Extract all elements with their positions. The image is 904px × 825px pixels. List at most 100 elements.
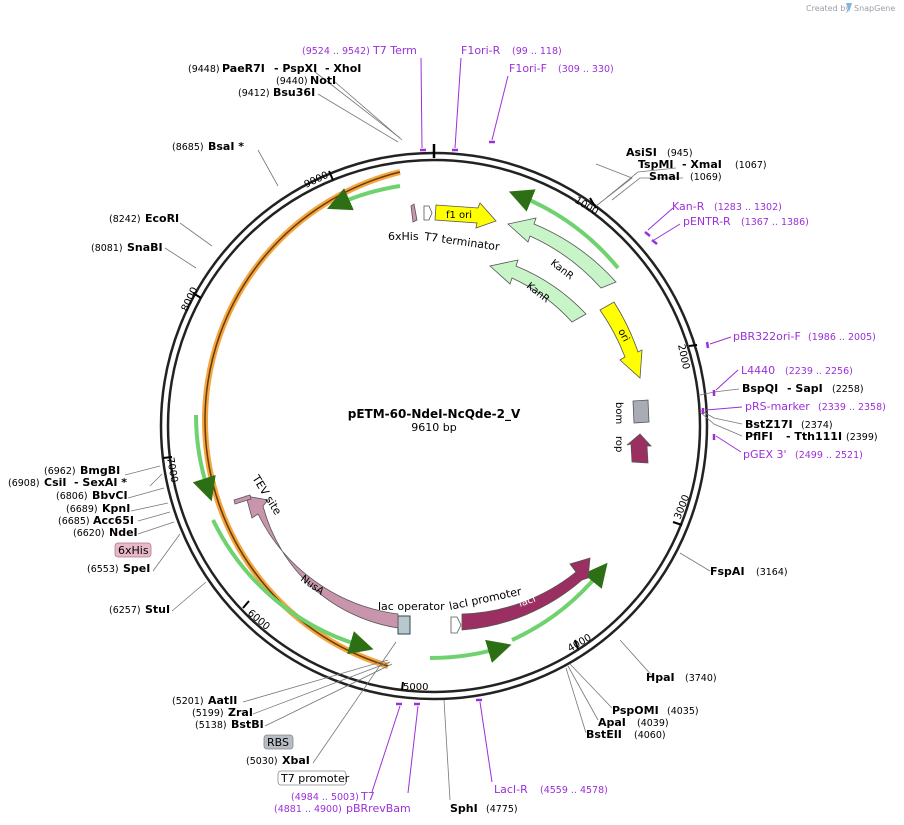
- enzyme-hpai: HpaI: [646, 671, 675, 684]
- primer-pbr322ori-f: pBR322ori-F: [733, 330, 801, 343]
- primer-t7-pos: (4984 .. 5003): [291, 792, 359, 803]
- feature-6xhis-top-label: 6xHis: [388, 230, 419, 243]
- enzyme-bsteii: BstEII: [586, 728, 622, 741]
- feature-bom: [632, 399, 650, 424]
- tick-8000: 8000: [180, 286, 201, 314]
- enzyme-bsteii-pos: (4060): [634, 730, 666, 741]
- enzyme-stui-pos: (6257): [109, 605, 141, 616]
- primer-pbrrevbam-pos: (4881 .. 4900): [274, 804, 342, 815]
- primer-t7-term-pos: (9524 .. 9542): [302, 46, 370, 57]
- primer-prs-marker-pos: (2339 .. 2358): [818, 402, 886, 413]
- feature-laci-promoter: [450, 616, 462, 634]
- tick-6000: 6000: [245, 608, 272, 633]
- feature-rop: [626, 433, 652, 464]
- primer-pbr322ori-f-pos: (1986 .. 2005): [808, 332, 876, 343]
- feature-kanr-2: [489, 259, 587, 323]
- primer-prs-marker: pRS-marker: [745, 400, 810, 413]
- enzyme-spei: SpeI: [123, 562, 150, 575]
- primer-kan-r-pos: (1283 .. 1302): [714, 202, 782, 213]
- enzyme-stui: StuI: [145, 603, 170, 616]
- enzyme-bstbi: BstBI: [231, 718, 264, 731]
- primer-l4440-pos: (2239 .. 2256): [785, 366, 853, 377]
- orf-green-arc-bottom-right: [511, 562, 608, 642]
- box-6xhis: [114, 542, 152, 558]
- box-t7-promoter-label: T7 promoter: [280, 772, 350, 785]
- plasmid-name: pETM-60-NdeI-NcQde-2_V: [348, 407, 521, 422]
- feature-lac-operator-label: lac operator: [378, 600, 445, 613]
- enzyme-snabi: SnaBI: [127, 241, 163, 254]
- feature-f1-ori-label: f1 ori: [446, 210, 472, 221]
- feature-t7-terminator: [423, 205, 433, 221]
- enzyme-sapi: - SapI: [787, 382, 823, 395]
- enzyme-bsu36i: Bsu36I: [273, 86, 315, 99]
- feature-kanr-1: [507, 217, 617, 289]
- primer-pgex3: pGEX 3': [743, 448, 787, 461]
- feature-ori: [599, 301, 643, 379]
- primer-pentr-r: pENTR-R: [683, 215, 731, 228]
- enzyme-bspqi: BspQI: [742, 382, 778, 395]
- box-6xhis-label: 6xHis: [118, 544, 149, 557]
- enzyme-bstbi-pos: (5138): [195, 720, 227, 731]
- enzyme-hpai-pos: (3740): [685, 673, 717, 684]
- enzyme-tspmi: TspMI: [638, 158, 674, 171]
- box-rbs-label: RBS: [267, 736, 289, 749]
- enzyme-sapi-pos: (2258): [832, 384, 864, 395]
- box-rbs: [263, 734, 294, 750]
- enzyme-acc65i: Acc65I: [93, 514, 134, 527]
- tick-3000: 3000: [673, 493, 693, 521]
- orf-green-arc-kan: [508, 189, 620, 270]
- enzyme-xbai: XbaI: [282, 754, 310, 767]
- enzyme-asisi: AsiSI: [626, 146, 657, 159]
- enzyme-xbai-pos: (5030): [246, 756, 278, 767]
- primer-pgex3-pos: (2499 .. 2521): [795, 450, 863, 461]
- enzyme-smai-pos: (1069): [690, 172, 722, 183]
- tick-7000: 7000: [164, 457, 179, 484]
- enzyme-ndei-pos: (6620): [73, 528, 105, 539]
- primer-f1ori-f-pos: (309 .. 330): [558, 64, 614, 75]
- backbone: [159, 144, 709, 701]
- orf-green-arc-laci: [429, 639, 512, 663]
- enzyme-noti: NotI: [310, 74, 336, 87]
- enzyme-bbvci-pos: (6806): [56, 491, 88, 502]
- enzyme-snabi-pos: (8081): [91, 243, 123, 254]
- tick-marks: [162, 170, 698, 691]
- enzyme-pspomi: PspOMI: [612, 704, 659, 717]
- enzyme-bsai-pos: (8685): [172, 142, 204, 153]
- primer-t7: T7: [360, 790, 375, 803]
- enzyme-asisi-pos: (945): [667, 148, 693, 159]
- enzyme-aatii: AatII: [208, 694, 237, 707]
- primer-labels: (9524 .. 9542) T7 Term F1ori-R (99 .. 11…: [274, 44, 886, 815]
- enzyme-smai: SmaI: [649, 170, 680, 183]
- enzyme-xhoi: - XhoI: [325, 62, 361, 75]
- primer-f1ori-r: F1ori-R: [461, 44, 501, 57]
- enzyme-bstz17i-pos: (2374): [801, 420, 833, 431]
- enzyme-paer7i: PaeR7I: [222, 62, 265, 75]
- orf-green-arc-left: [192, 414, 216, 502]
- feature-bom-label: bom: [613, 402, 624, 424]
- enzyme-bmgbi-pos: (6962): [44, 466, 76, 477]
- enzyme-bbvci: BbvCI: [92, 489, 128, 502]
- enzyme-sexai: - SexAI *: [74, 476, 127, 489]
- enzyme-zrai-pos: (5199): [192, 708, 224, 719]
- enzyme-leader-lines: [124, 71, 743, 801]
- primer-laci-r: LacI-R: [494, 783, 528, 796]
- enzyme-ndei: NdeI: [109, 526, 138, 539]
- tick-2000: 2000: [675, 343, 691, 370]
- orf-arcs: [192, 169, 620, 669]
- plasmid-length: 9610 bp: [411, 421, 456, 434]
- enzyme-tth111i: - Tth111I: [786, 430, 842, 443]
- enzyme-csii-pos: (6908): [8, 478, 40, 489]
- primer-l4440: L4440: [741, 364, 775, 377]
- enzyme-xmai-pos: (1067): [735, 160, 767, 171]
- enzyme-paer7i-pos: (9448): [188, 64, 220, 75]
- primer-f1ori-r-pos: (99 .. 118): [512, 46, 562, 57]
- enzyme-noti-pos: (9440): [276, 76, 308, 87]
- feature-rop-label: rop: [613, 436, 624, 452]
- feature-ori-label: ori: [615, 327, 631, 344]
- primer-t7-term: T7 Term: [372, 44, 417, 57]
- enzyme-kpni-pos: (6689): [66, 504, 98, 515]
- enzyme-csii: CsiI: [44, 476, 66, 489]
- enzyme-pspxi: - PspXI: [274, 62, 317, 75]
- enzyme-ecori: EcoRI: [145, 212, 179, 225]
